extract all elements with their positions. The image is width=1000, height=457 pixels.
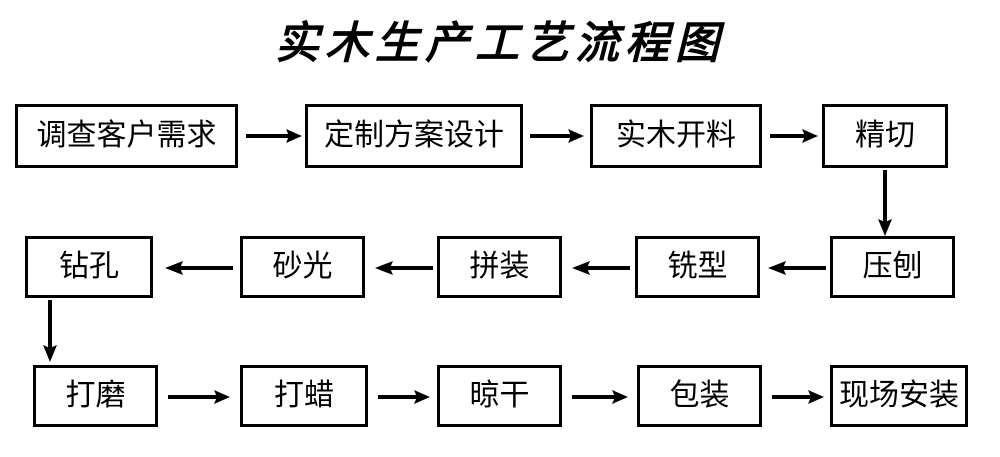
arrow-row3-2-right bbox=[378, 387, 430, 407]
arrow-row2-3-left bbox=[375, 258, 433, 278]
node-row2-planing[interactable]: 压刨 bbox=[830, 236, 955, 298]
node-row1-custom-scheme-design[interactable]: 定制方案设计 bbox=[305, 104, 523, 168]
arrow-row1-2-right bbox=[530, 126, 584, 146]
arrow-row1-1-right bbox=[246, 126, 302, 146]
arrow-row3-3-right bbox=[572, 387, 628, 407]
node-row3-polishing[interactable]: 打磨 bbox=[33, 365, 158, 427]
node-row3-air-drying[interactable]: 晾干 bbox=[437, 365, 562, 427]
node-row2-drilling[interactable]: 钻孔 bbox=[25, 236, 153, 298]
arrow-row2-to-row3-down bbox=[40, 300, 60, 362]
arrow-row1-to-row2-down bbox=[875, 170, 895, 236]
arrow-row3-1-right bbox=[168, 387, 230, 407]
node-row3-waxing[interactable]: 打蜡 bbox=[240, 365, 368, 427]
node-row1-precision-cutting[interactable]: 精切 bbox=[822, 104, 948, 168]
arrow-row2-1-left bbox=[768, 258, 826, 278]
node-row2-sanding[interactable]: 砂光 bbox=[240, 236, 365, 298]
arrow-row1-3-right bbox=[770, 126, 818, 146]
node-row1-solid-wood-cutting[interactable]: 实木开料 bbox=[590, 104, 762, 168]
arrow-row2-2-left bbox=[572, 258, 630, 278]
node-row3-packaging[interactable]: 包装 bbox=[637, 365, 762, 427]
node-row2-assembly[interactable]: 拼装 bbox=[437, 236, 562, 298]
arrow-row2-4-left bbox=[165, 258, 233, 278]
node-row3-onsite-installation[interactable]: 现场安装 bbox=[830, 365, 968, 427]
node-row1-survey-customer-needs[interactable]: 调查客户需求 bbox=[15, 104, 238, 168]
arrow-row3-4-right bbox=[772, 387, 824, 407]
node-row2-milling[interactable]: 铣型 bbox=[635, 236, 760, 298]
page-title: 实木生产工艺流程图 bbox=[275, 18, 725, 69]
